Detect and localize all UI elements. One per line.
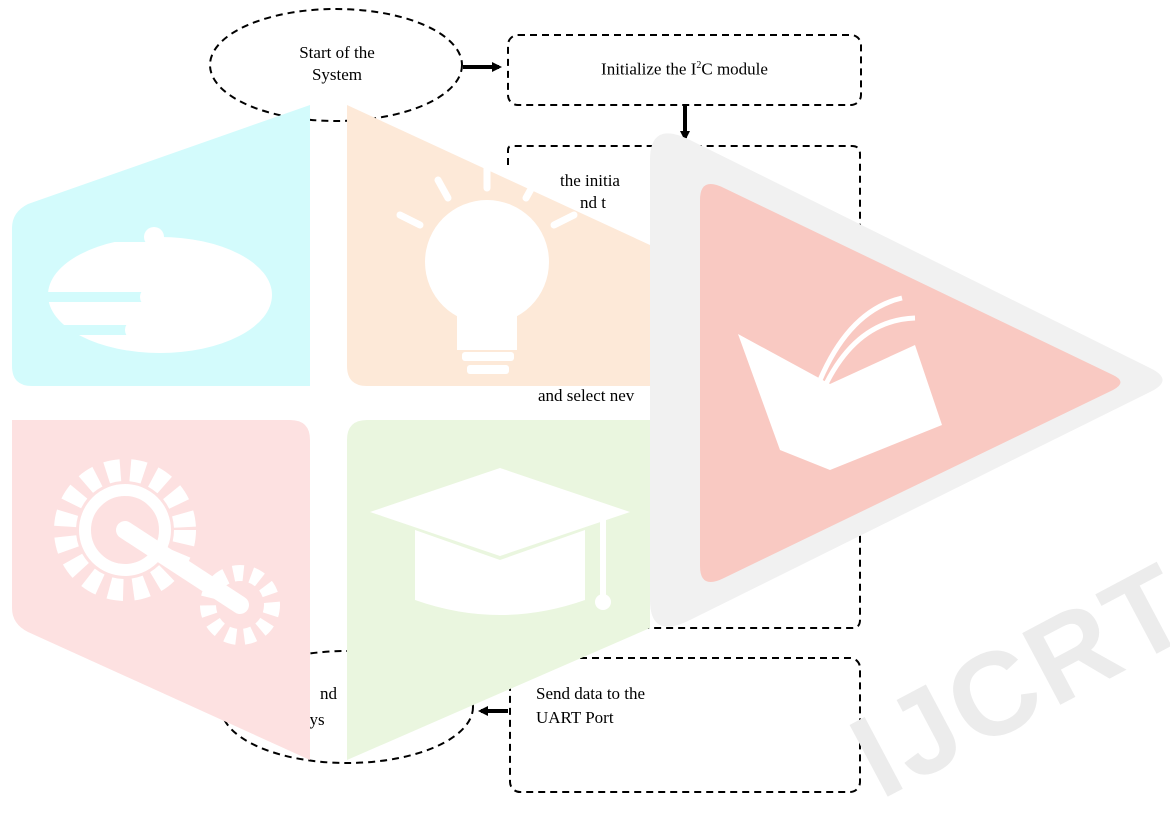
init-i2c-box bbox=[507, 34, 862, 106]
start-ellipse bbox=[209, 8, 463, 122]
init-i2c-label: Initialize the I2C module bbox=[508, 55, 861, 81]
flowchart-shapes bbox=[209, 8, 862, 793]
start-label-line1: Start of the bbox=[299, 43, 375, 62]
lightbulb-icon bbox=[396, 164, 578, 374]
send-data-box bbox=[509, 657, 861, 793]
flowchart-page: Start of the System Initialize the I2C m… bbox=[12, 8, 1170, 823]
watermark-logo bbox=[12, 105, 1163, 760]
cloud-circuit-icon bbox=[48, 227, 272, 353]
middle-line2: nd t bbox=[580, 193, 606, 212]
start-label: Start of the System bbox=[272, 42, 402, 86]
end-line1: nd bbox=[320, 684, 337, 703]
send-data-line1: Send data to the bbox=[536, 684, 646, 703]
init-i2c-suffix: C module bbox=[701, 59, 768, 79]
send-data-line2: UART Port bbox=[536, 708, 614, 727]
init-i2c-sup: 2 bbox=[696, 60, 702, 71]
book-icon bbox=[738, 295, 942, 470]
middle-line1: the initia bbox=[560, 171, 620, 190]
graduation-cap-icon bbox=[370, 468, 630, 615]
init-i2c-prefix: Initialize the I bbox=[601, 59, 697, 79]
middle-box-outline bbox=[507, 145, 861, 629]
middle-line3: and select nev bbox=[538, 386, 635, 405]
start-label-line2: System bbox=[311, 65, 363, 84]
gears-icon bbox=[54, 459, 280, 645]
